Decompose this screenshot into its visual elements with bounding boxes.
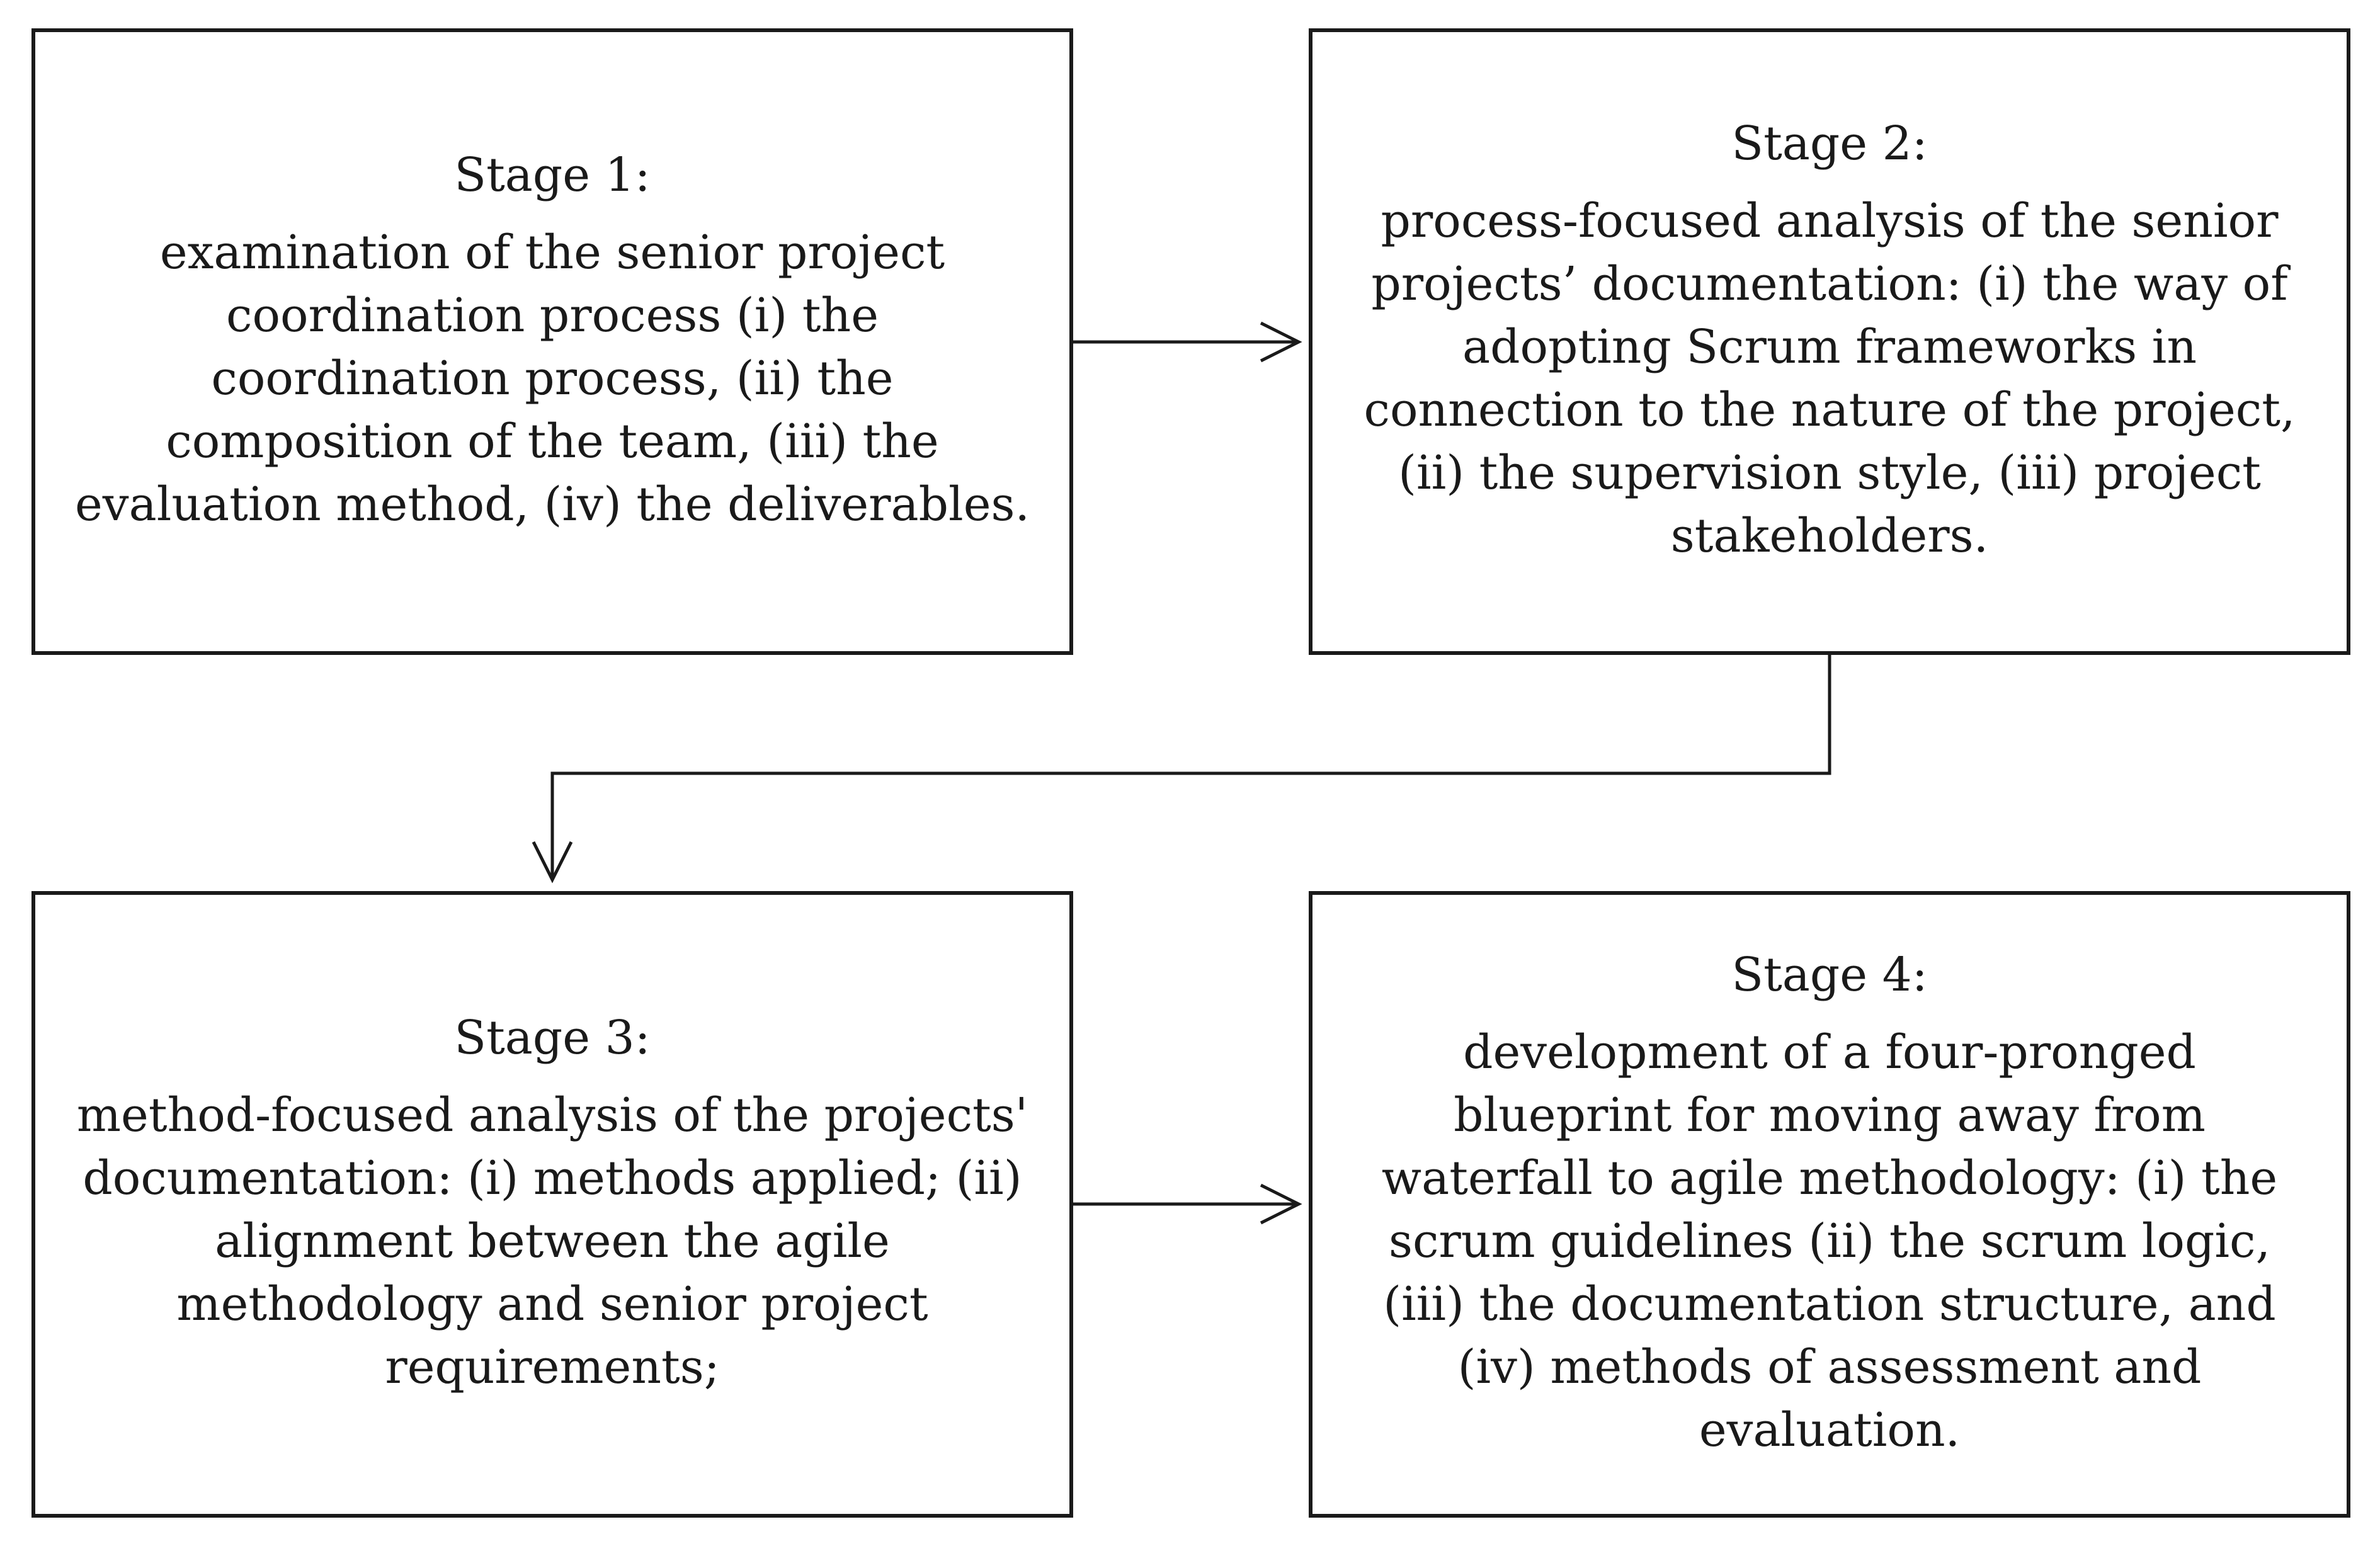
arrowhead-stage-1-to-stage-2 — [1260, 321, 1302, 363]
stage-4-box: Stage 4: development of a four-pronged b… — [1309, 891, 2350, 1518]
stage-2-box: Stage 2: process-focused analysis of the… — [1309, 28, 2350, 655]
arrow-stage-2-to-stage-3 — [550, 655, 1831, 878]
stage-3-title: Stage 3: — [454, 1011, 651, 1066]
stage-4-description: development of a four-pronged blueprint … — [1381, 1025, 2278, 1457]
stage-4-title: Stage 4: — [1731, 948, 1928, 1003]
stage-3-description: method-focused analysis of the projects'… — [76, 1088, 1028, 1394]
stage-2-title: Stage 2: — [1731, 117, 1928, 171]
stage-2-description: process-focused analysis of the senior p… — [1364, 193, 2296, 563]
stage-1-box: Stage 1: examination of the senior proje… — [31, 28, 1073, 655]
arrowhead-stage-2-to-stage-3 — [532, 841, 573, 884]
stage-1-title: Stage 1: — [454, 148, 651, 203]
stage-1-description: examination of the senior project coordi… — [75, 225, 1030, 531]
stage-3-box: Stage 3: method-focused analysis of the … — [31, 891, 1073, 1518]
arrowhead-stage-3-to-stage-4 — [1260, 1183, 1302, 1225]
